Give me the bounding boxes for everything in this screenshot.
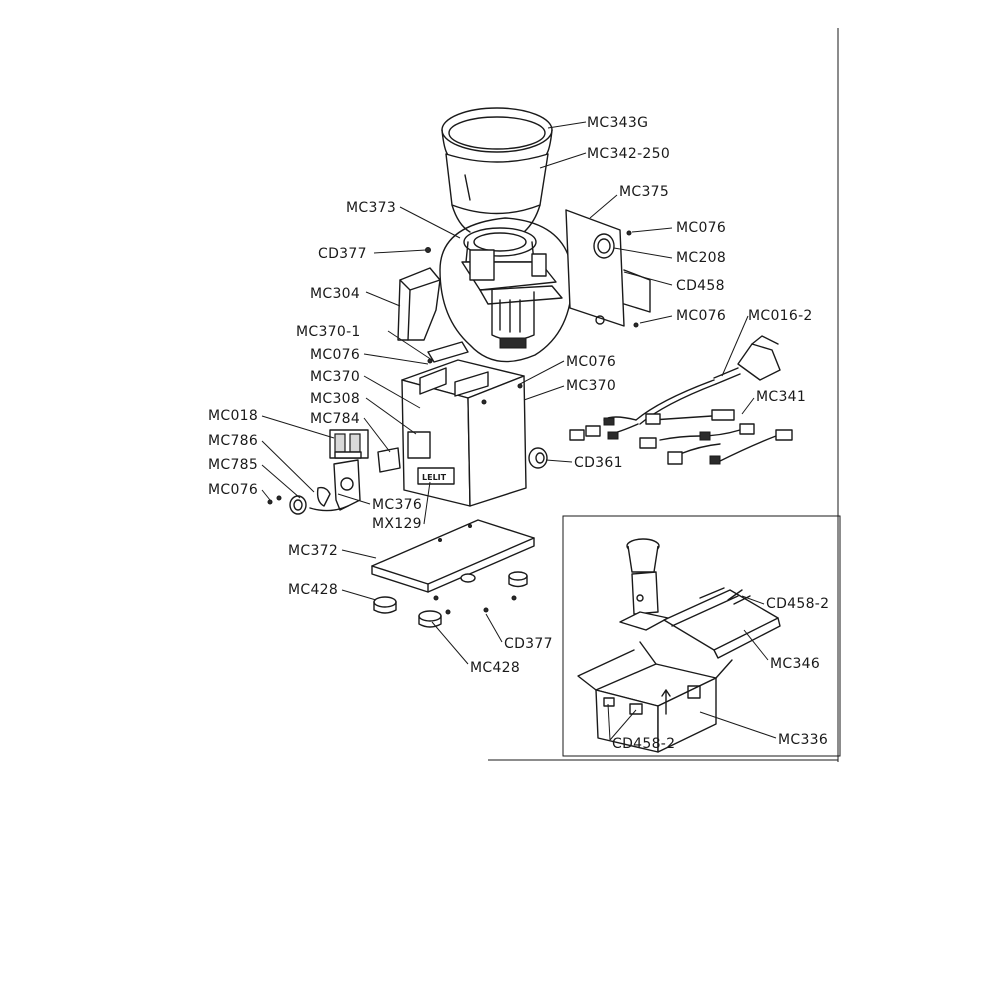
label-mc372: MC372: [288, 543, 338, 559]
hopper-lid-part: [441, 107, 553, 156]
power-cord-part: [569, 335, 781, 441]
dial-part: [528, 447, 548, 469]
label-mc346: MC346: [770, 656, 820, 672]
label-mc785: MC785: [208, 457, 258, 473]
label-cd377-top: CD377: [318, 246, 367, 262]
label-mc336: MC336: [778, 732, 828, 748]
label-mc784: MC784: [310, 411, 360, 427]
manual-part: [663, 587, 781, 659]
label-mc076-top: MC076: [676, 220, 726, 236]
label-cd458-2-top: CD458-2: [766, 596, 829, 612]
bracket-part: [267, 447, 401, 515]
label-cd458: CD458: [676, 278, 725, 294]
label-mc076-panel: MC076: [676, 308, 726, 324]
wiring-harness-part: [639, 409, 793, 465]
label-mc076-body: MC076: [310, 347, 360, 363]
label-mc016-2: MC016-2: [748, 308, 813, 324]
label-mc428-left: MC428: [288, 582, 338, 598]
page-frame: [488, 28, 841, 762]
label-mc373: MC373: [346, 200, 396, 216]
label-mc786: MC786: [208, 433, 258, 449]
label-mc076-side: MC076: [566, 354, 616, 370]
label-mx129: MX129: [372, 516, 422, 532]
label-mc376: MC376: [372, 497, 422, 513]
base-plate-part: [371, 519, 535, 593]
label-mc304: MC304: [310, 286, 360, 302]
feet-part: [373, 571, 528, 628]
label-mc076-left: MC076: [208, 482, 258, 498]
label-mc308: MC308: [310, 391, 360, 407]
hopper-part: [445, 153, 549, 233]
label-mc018: MC018: [208, 408, 258, 424]
label-cd377-bottom: CD377: [504, 636, 553, 652]
label-mc370-right: MC370: [566, 378, 616, 394]
leader-lines: [261, 121, 777, 741]
brand-logo-text: LELIT: [422, 473, 447, 482]
label-mc208: MC208: [676, 250, 726, 266]
packaged-grinder-part: [619, 538, 669, 631]
label-cd458-2-bottom: CD458-2: [612, 736, 675, 752]
grinder-head-part: [439, 217, 573, 363]
label-mc428-bottom: MC428: [470, 660, 520, 676]
main-body-part: LELIT: [401, 341, 527, 507]
chute-cover-part: [397, 247, 441, 341]
switch-part: [329, 429, 369, 459]
side-panel-part: [565, 209, 651, 328]
label-mc342-250: MC342-250: [587, 146, 670, 162]
label-mc343g: MC343G: [587, 115, 648, 131]
label-mc370-1: MC370-1: [296, 324, 361, 340]
label-mc375: MC375: [619, 184, 669, 200]
label-cd361: CD361: [574, 455, 623, 471]
label-mc370-left: MC370: [310, 369, 360, 385]
part-labels: MC343G MC342-250 MC375 MC373 MC076 MC208…: [208, 115, 829, 752]
label-mc341: MC341: [756, 389, 806, 405]
